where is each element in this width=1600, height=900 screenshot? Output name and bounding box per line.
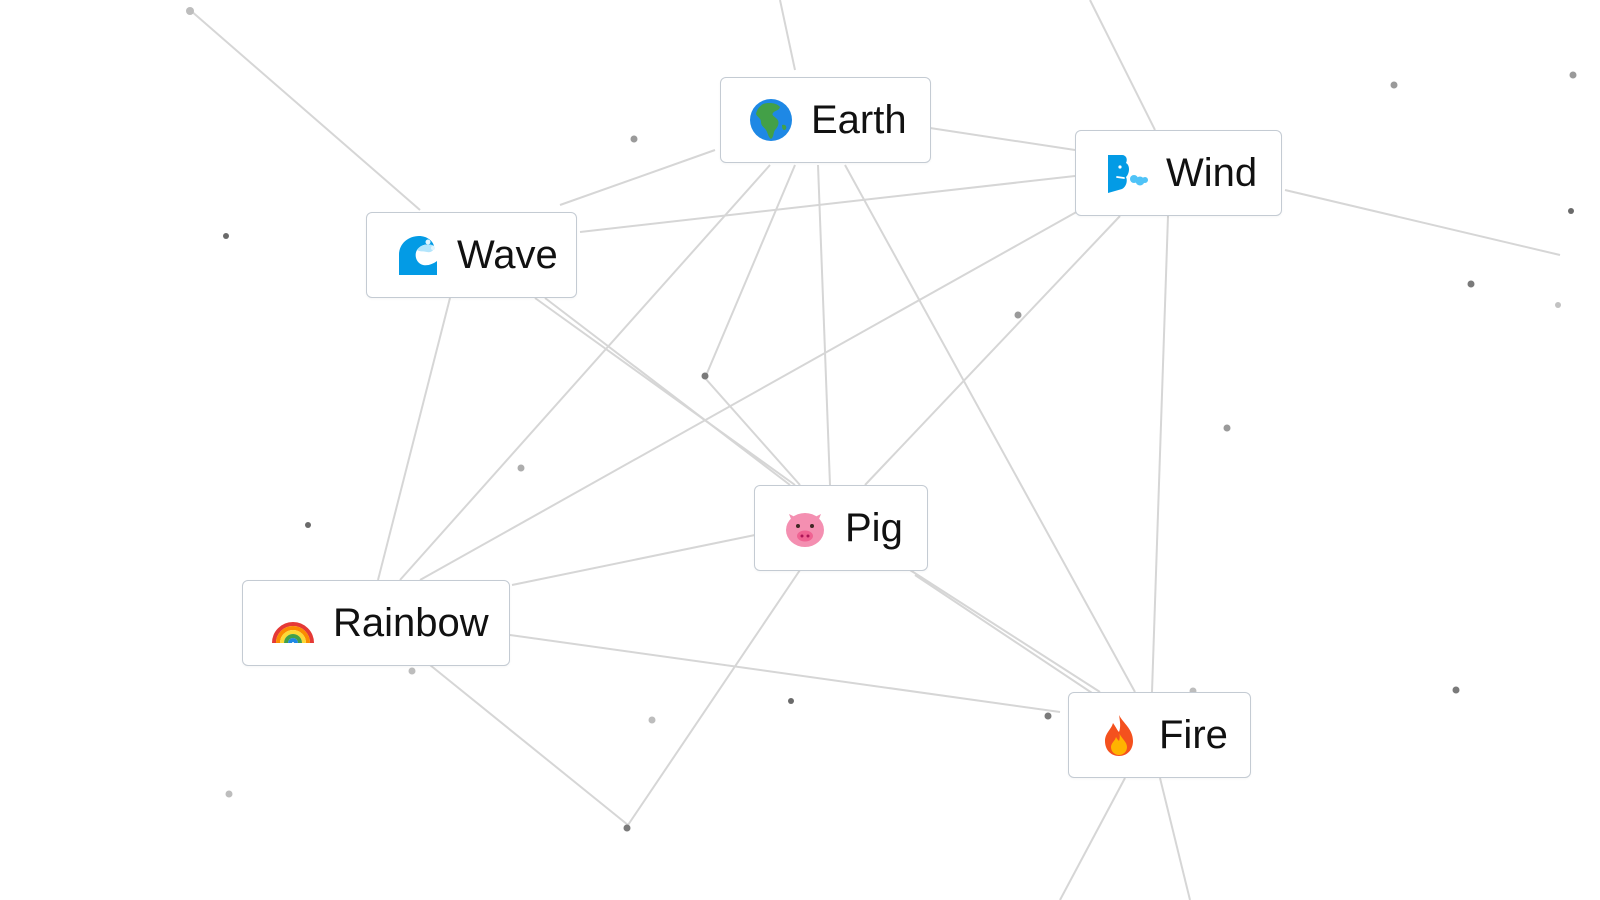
connection-line	[429, 664, 629, 826]
element-tile-fire[interactable]: Fire	[1068, 692, 1251, 778]
element-tile-wind[interactable]: Wind	[1075, 130, 1282, 216]
dot	[408, 667, 416, 675]
element-tile-wave[interactable]: Wave	[366, 212, 577, 298]
connection-line	[579, 175, 1076, 233]
fire-icon	[1097, 713, 1141, 757]
water-wave-icon	[395, 233, 439, 277]
connection-line	[1089, 0, 1156, 131]
dot	[623, 824, 631, 832]
element-label: Wind	[1166, 151, 1258, 195]
connection-line	[559, 149, 716, 206]
dot	[1044, 712, 1052, 720]
connection-line	[509, 634, 1061, 713]
globe-africa-icon	[749, 98, 793, 142]
element-tile-pig[interactable]: Pig	[754, 485, 928, 571]
element-tile-rainbow[interactable]: Rainbow	[242, 580, 510, 666]
pig-face-icon	[783, 506, 827, 550]
dot	[630, 135, 638, 143]
dot	[1452, 686, 1460, 694]
connection-line	[779, 0, 796, 71]
connection-line	[189, 9, 421, 211]
dot	[1390, 81, 1398, 89]
dot	[223, 233, 229, 239]
element-label: Pig	[845, 506, 903, 550]
connection-line	[914, 574, 1096, 696]
connection-line	[1159, 777, 1191, 900]
dot	[1555, 302, 1561, 308]
connection-line	[399, 164, 771, 581]
connection-line	[1284, 189, 1561, 256]
wind-face-icon	[1104, 151, 1148, 195]
connection-line	[909, 569, 1101, 693]
connection-line	[929, 127, 1076, 151]
dot	[1467, 280, 1475, 288]
dot	[517, 464, 525, 472]
dot	[701, 372, 709, 380]
dot	[305, 522, 311, 528]
dot	[648, 716, 656, 724]
connection-line	[844, 164, 1136, 693]
connection-line	[864, 215, 1121, 486]
connection-line	[1151, 215, 1169, 693]
connection-line	[419, 209, 1081, 581]
dot	[1014, 311, 1022, 319]
element-label: Rainbow	[333, 601, 489, 645]
connection-line	[377, 297, 451, 581]
connection-line	[534, 297, 796, 486]
connection-line	[704, 377, 801, 486]
dot	[1568, 208, 1574, 214]
connection-line	[704, 164, 796, 379]
connection-line	[817, 164, 831, 486]
rainbow-icon	[271, 601, 315, 645]
element-label: Wave	[457, 233, 558, 277]
dot	[186, 7, 194, 15]
element-label: Fire	[1159, 713, 1228, 757]
connection-line	[627, 569, 801, 826]
connection-line	[511, 534, 756, 586]
element-tile-earth[interactable]: Earth	[720, 77, 931, 163]
dot	[1223, 424, 1231, 432]
connection-line	[1059, 777, 1126, 900]
dot	[225, 790, 233, 798]
element-label: Earth	[811, 98, 907, 142]
dot	[1569, 71, 1577, 79]
dot	[788, 698, 794, 704]
connection-line	[544, 297, 791, 486]
